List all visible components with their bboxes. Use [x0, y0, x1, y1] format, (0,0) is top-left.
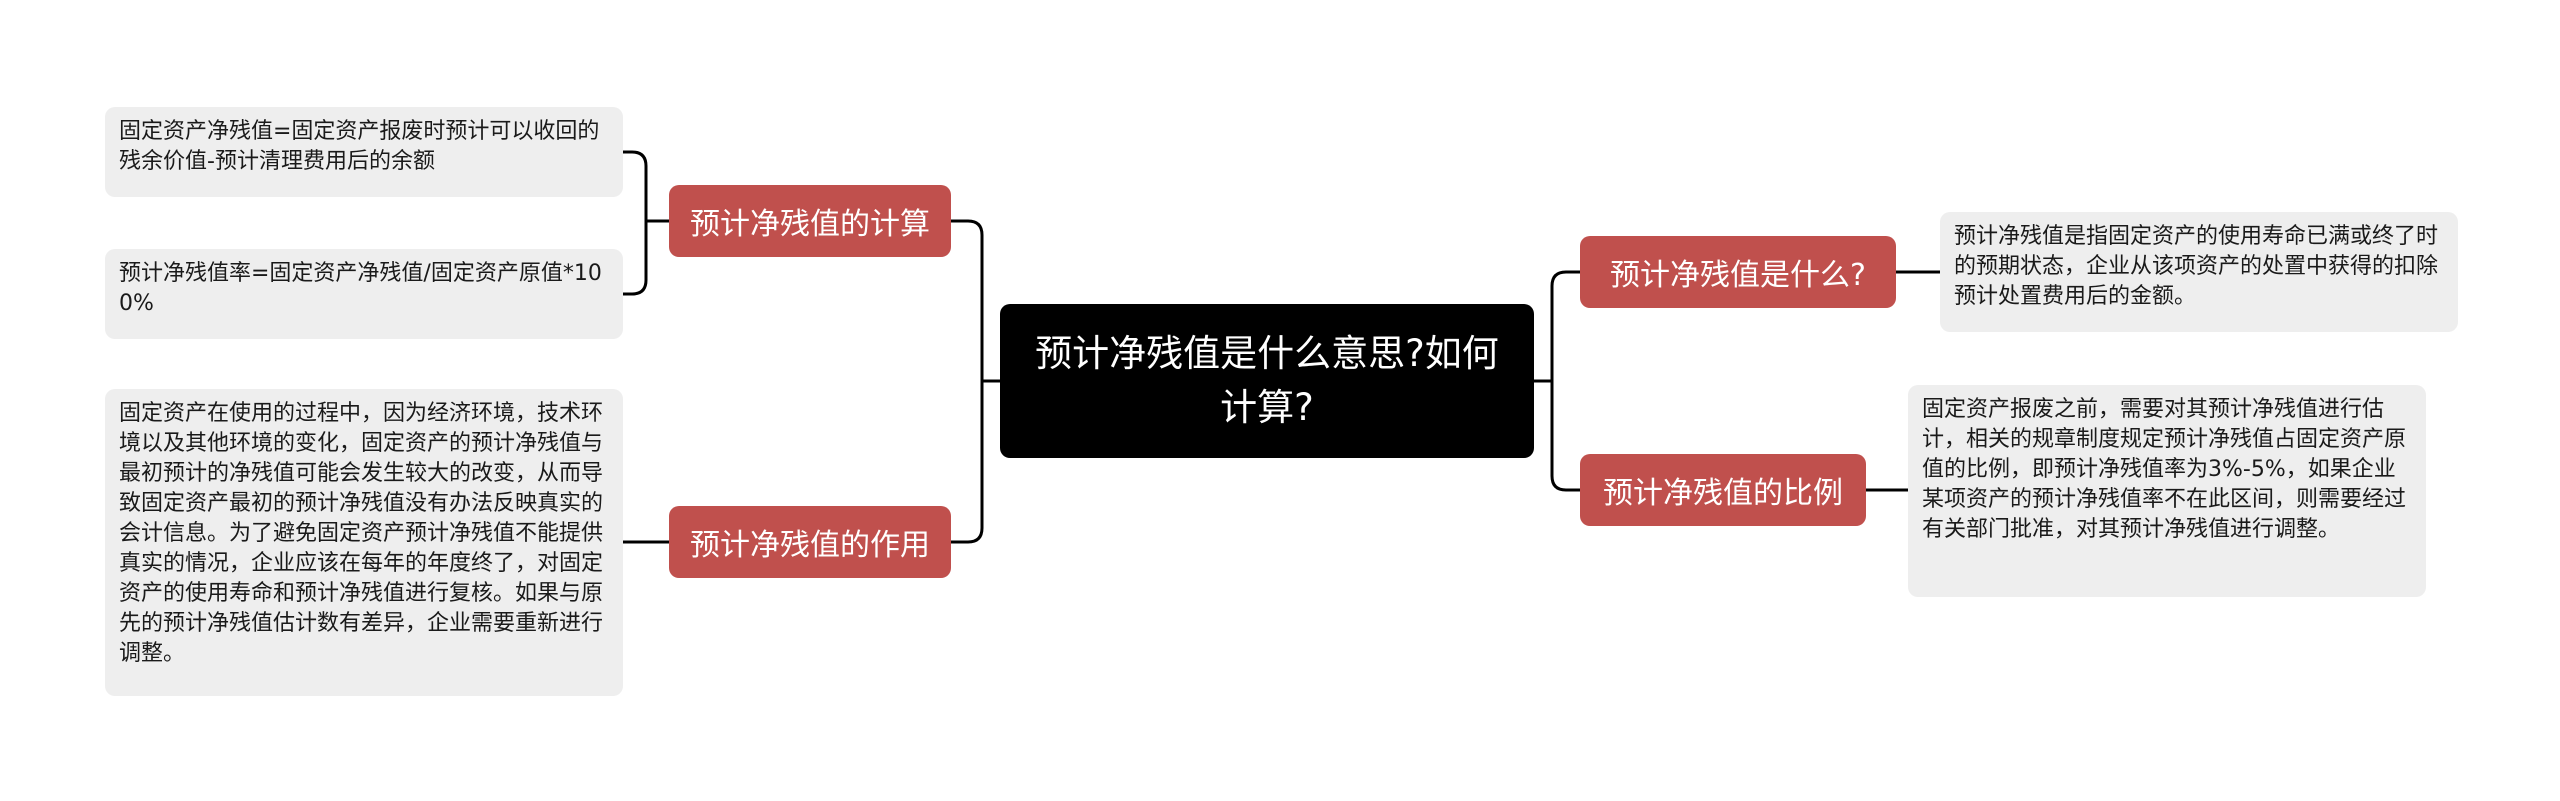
leaf-definition-description-text: 预计净残值是指固定资产的使用寿命已满或终了时的预期状态，企业从该项资产的处置中获…	[1954, 224, 2439, 309]
leaf-ratio-description[interactable]: 固定资产报废之前，需要对其预计净残值进行估计，相关的规章制度规定预计净残值占固定…	[1908, 385, 2426, 597]
central-topic-label: 预计净残值是什么意思?如何计算?	[1035, 332, 1499, 429]
leaf-ratio-description-text: 固定资产报废之前，需要对其预计净残值进行估计，相关的规章制度规定预计净残值占固定…	[1922, 397, 2407, 542]
leaf-calculation-formula-1-text: 固定资产净残值=固定资产报废时预计可以收回的残余价值-预计清理费用后的余额	[119, 119, 600, 174]
leaf-calculation-formula-2[interactable]: 预计净残值率=固定资产净残值/固定资产原值*100%	[105, 249, 623, 339]
leaf-role-description-text: 固定资产在使用的过程中，因为经济环境，技术环境以及其他环境的变化，固定资产的预计…	[119, 401, 604, 666]
leaf-calculation-formula-2-text: 预计净残值率=固定资产净残值/固定资产原值*100%	[119, 261, 602, 316]
connector-calc-leaf-2	[621, 219, 671, 296]
connector-root-what	[1532, 270, 1582, 383]
branch-definition[interactable]: 预计净残值是什么?	[1580, 236, 1896, 308]
connector-root-calc	[949, 219, 1002, 383]
branch-role-label: 预计净残值的作用	[690, 528, 930, 563]
leaf-definition-description[interactable]: 预计净残值是指固定资产的使用寿命已满或终了时的预期状态，企业从该项资产的处置中获…	[1940, 212, 2458, 332]
branch-calculation-label: 预计净残值的计算	[690, 207, 930, 242]
branch-calculation[interactable]: 预计净残值的计算	[669, 185, 951, 257]
leaf-calculation-formula-1[interactable]: 固定资产净残值=固定资产报废时预计可以收回的残余价值-预计清理费用后的余额	[105, 107, 623, 197]
branch-definition-label: 预计净残值是什么?	[1610, 258, 1866, 293]
branch-ratio-label: 预计净残值的比例	[1603, 476, 1843, 511]
leaf-role-description[interactable]: 固定资产在使用的过程中，因为经济环境，技术环境以及其他环境的变化，固定资产的预计…	[105, 389, 623, 696]
branch-role[interactable]: 预计净残值的作用	[669, 506, 951, 578]
branch-ratio[interactable]: 预计净残值的比例	[1580, 454, 1866, 526]
connector-root-role	[949, 379, 1002, 544]
connector-root-ratio	[1532, 379, 1582, 492]
central-topic[interactable]: 预计净残值是什么意思?如何计算?	[1000, 304, 1534, 458]
connector-calc-leaf-1	[621, 150, 671, 223]
